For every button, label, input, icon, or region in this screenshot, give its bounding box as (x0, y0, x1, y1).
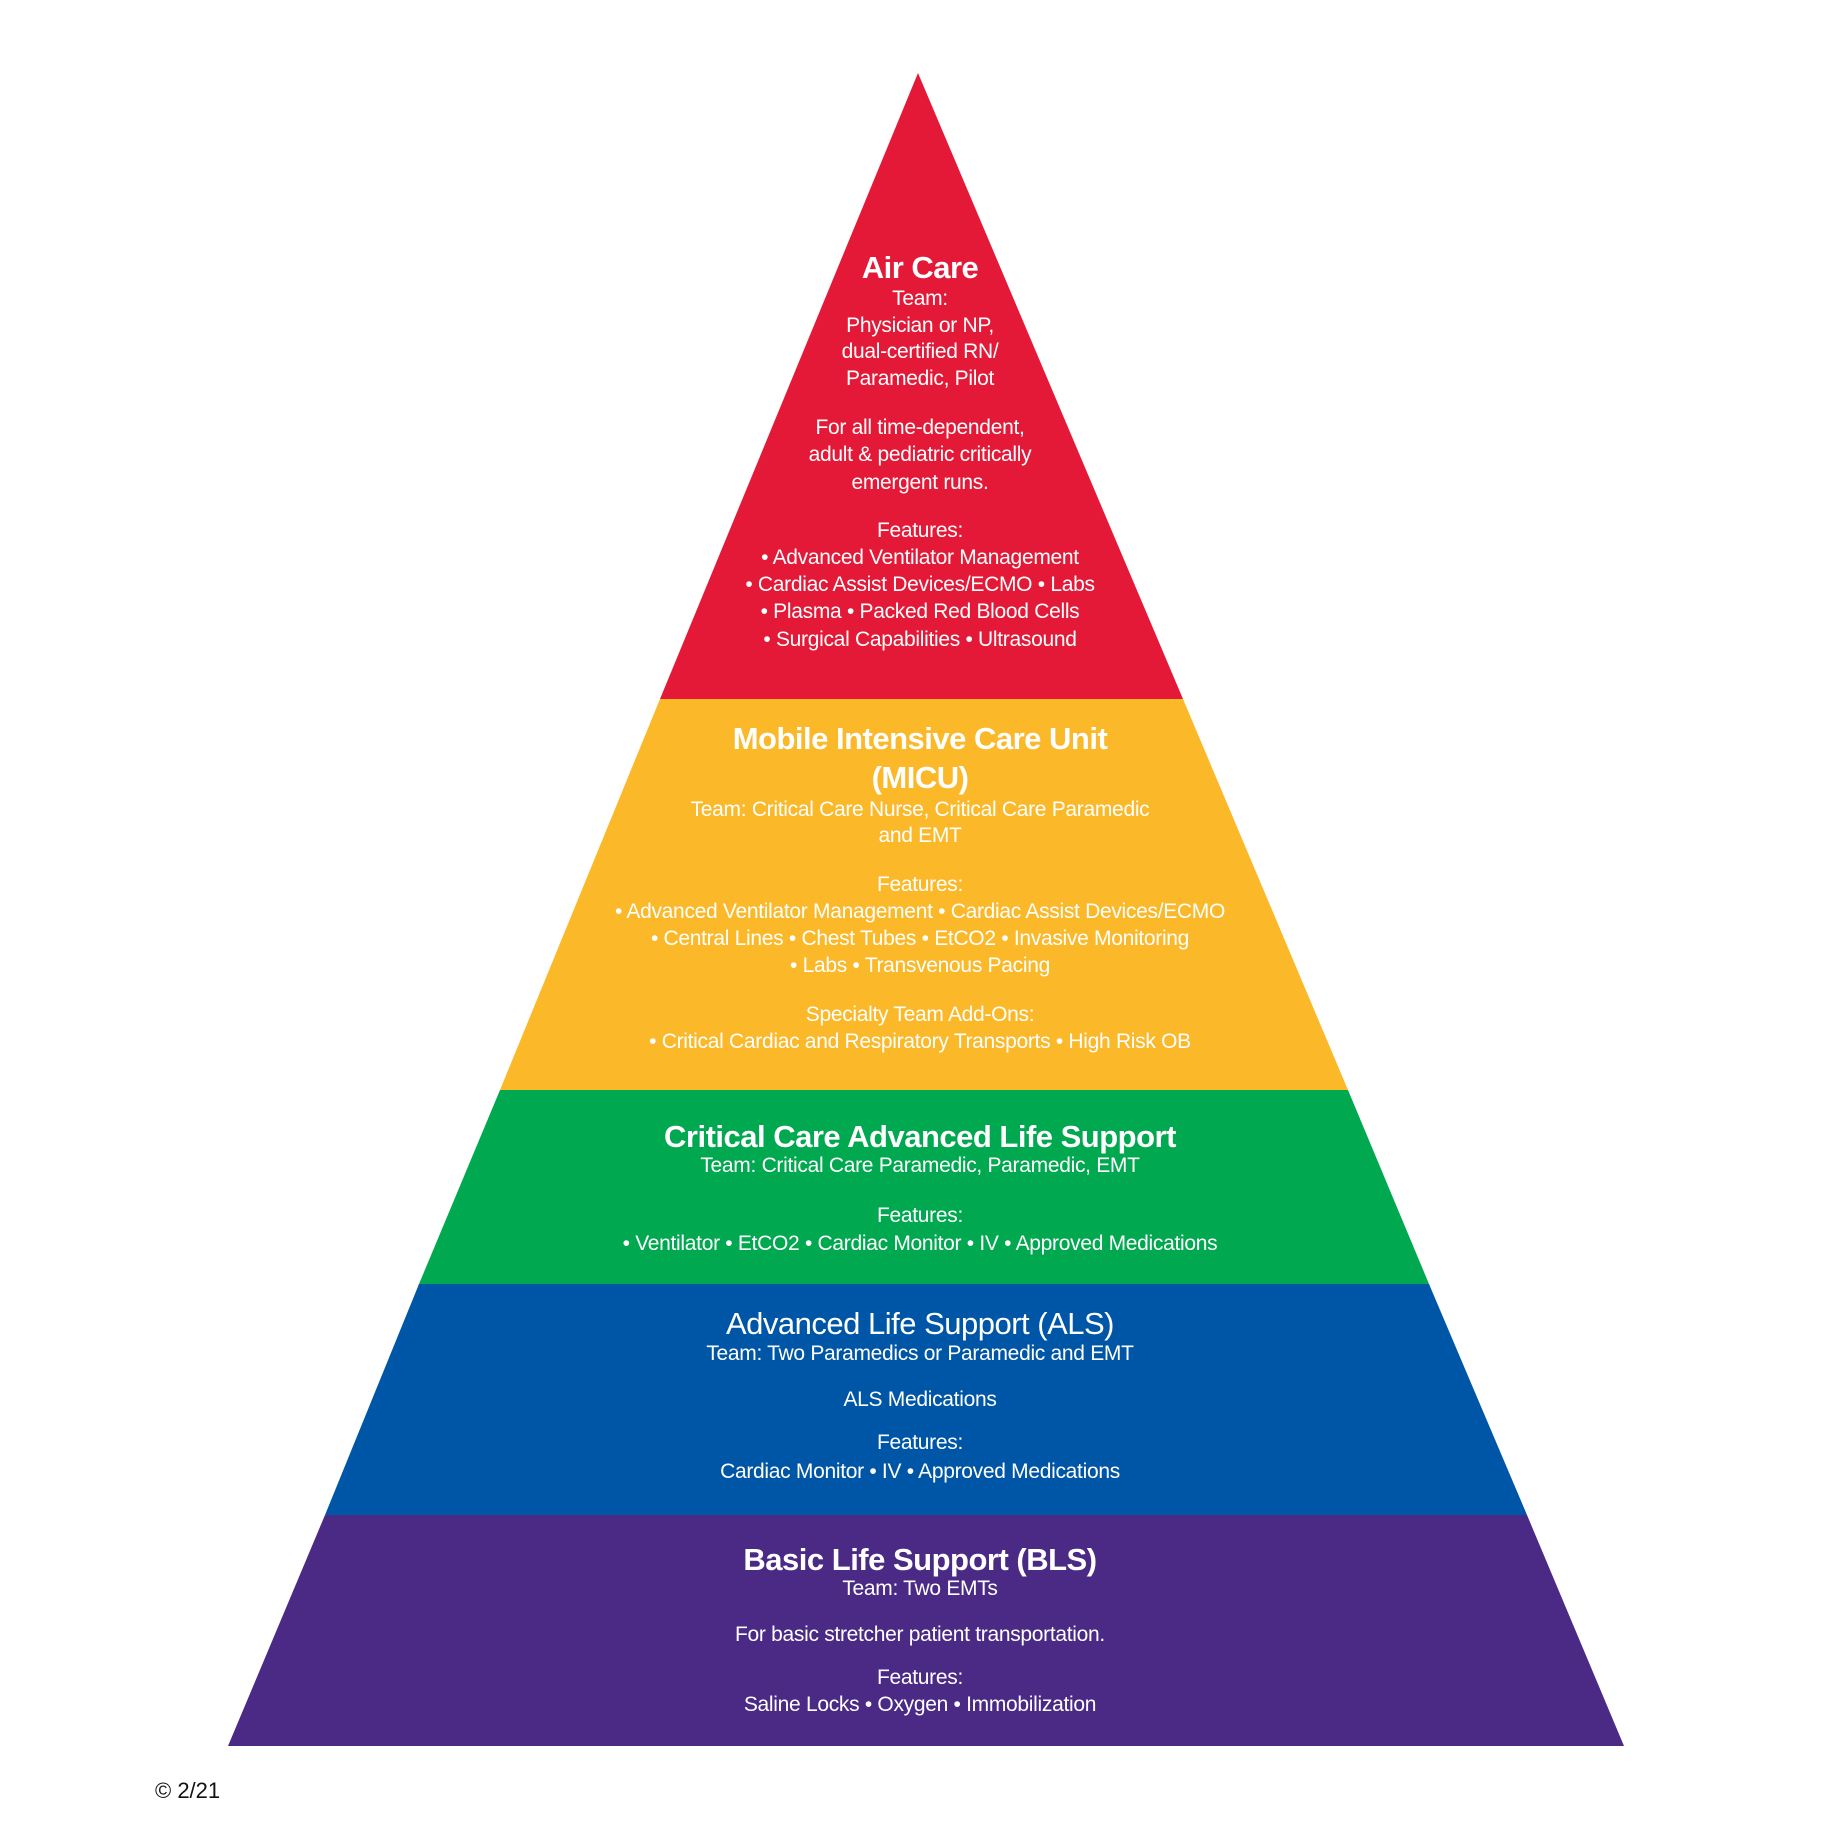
bls-text: Features: (876, 1666, 963, 1689)
tier-air-care (660, 73, 1183, 699)
als-text: Features: (876, 1431, 963, 1454)
tier-ccals (419, 1090, 1429, 1284)
air-care-text: adult & pediatric critically (808, 443, 1032, 466)
tier-als (325, 1284, 1527, 1515)
air-care-text: Features: (876, 519, 963, 542)
als-title: Advanced Life Support (ALS) (725, 1306, 1115, 1341)
air-care-text: • Advanced Ventilator Management (761, 546, 1079, 569)
ccals-text: • Ventilator • EtCO2 • Cardiac Monitor •… (622, 1232, 1218, 1255)
tier-micu (500, 699, 1348, 1090)
als-text: Cardiac Monitor • IV • Approved Medicati… (720, 1460, 1120, 1483)
bls-text: For basic stretcher patient transportati… (735, 1623, 1105, 1646)
tier-bls (228, 1515, 1624, 1746)
micu-text: • Labs • Transvenous Pacing (790, 954, 1050, 977)
bls-text: Team: Two EMTs (842, 1577, 998, 1600)
als-text: ALS Medications (843, 1388, 997, 1411)
ccals-text: Team: Critical Care Paramedic, Paramedic… (700, 1154, 1140, 1177)
air-care-text: Paramedic, Pilot (845, 367, 995, 390)
als-text: Team: Two Paramedics or Paramedic and EM… (706, 1342, 1134, 1365)
air-care-text: • Plasma • Packed Red Blood Cells (760, 600, 1080, 623)
air-care-text: Physician or NP, (846, 314, 994, 337)
air-care-text: dual-certified RN/ (841, 340, 999, 363)
air-care-text: emergent runs. (851, 471, 989, 494)
micu-text: and EMT (878, 824, 962, 847)
micu-title: Mobile Intensive Care Unit (732, 721, 1108, 756)
micu-text: • Critical Cardiac and Respiratory Trans… (649, 1030, 1191, 1053)
ccals-text: Features: (876, 1204, 963, 1227)
micu-text: Specialty Team Add-Ons: (805, 1003, 1035, 1026)
bls-text: Saline Locks • Oxygen • Immobilization (743, 1693, 1097, 1716)
ccals-title: Critical Care Advanced Life Support (664, 1119, 1176, 1154)
micu-title: (MICU) (871, 760, 969, 795)
micu-text: • Central Lines • Chest Tubes • EtCO2 • … (650, 927, 1190, 950)
air-care-text: • Cardiac Assist Devices/ECMO • Labs (745, 573, 1095, 596)
air-care-text: • Surgical Capabilities • Ultrasound (763, 628, 1077, 651)
micu-text: Features: (876, 873, 963, 896)
copyright-note: © 2/21 (155, 1778, 221, 1803)
air-care-text: For all time-dependent, (815, 416, 1025, 439)
bls-title: Basic Life Support (BLS) (743, 1542, 1097, 1577)
air-care-title: Air Care (861, 250, 979, 285)
micu-text: Team: Critical Care Nurse, Critical Care… (690, 798, 1150, 821)
micu-text: • Advanced Ventilator Management • Cardi… (614, 900, 1226, 923)
air-care-text: Team: (892, 287, 948, 310)
